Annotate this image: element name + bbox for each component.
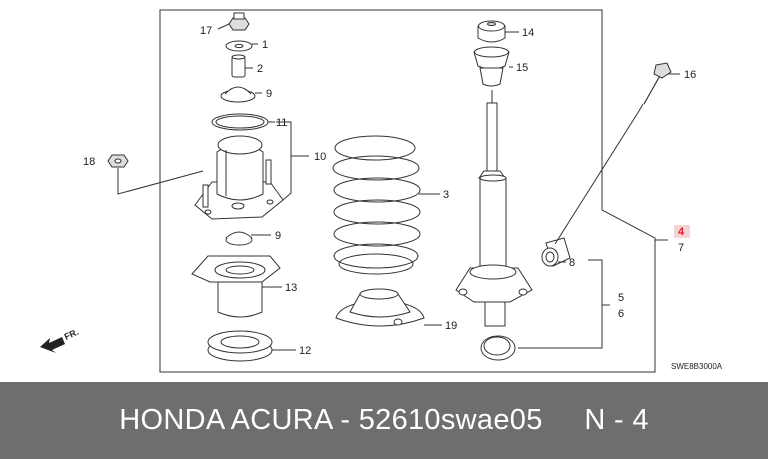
footer-bar: HONDA ACURA - 52610swae05 N - 4 [0, 382, 768, 459]
callout-3: 3 [443, 189, 449, 201]
leader-16 [554, 110, 640, 245]
callout-11: 11 [276, 117, 287, 129]
part-14-cap [477, 20, 506, 43]
callout-5: 5 [618, 292, 624, 304]
callout-17: 18 [83, 156, 95, 168]
callout-8: 8 [569, 257, 575, 269]
callout-4: 4 [678, 226, 685, 238]
front-direction-arrow: FR. [40, 327, 80, 353]
part-16-bolt [638, 62, 672, 112]
part-19-bump-stop-seat [335, 288, 425, 327]
callout-16: 16 [684, 69, 696, 81]
callout-7: 7 [678, 242, 684, 254]
front-direction-label: FR. [63, 327, 80, 342]
callout-9-lower: 9 [275, 230, 281, 242]
callout-15: 15 [516, 62, 528, 74]
part-3-coil-spring [332, 135, 421, 275]
leader-lines [217, 23, 680, 351]
callout-4-highlight [674, 225, 690, 238]
callout-13: 13 [285, 282, 297, 294]
part-4-shock-absorber [455, 90, 533, 361]
callout-9-upper: 9 [266, 88, 272, 100]
part-17-nut [107, 154, 129, 168]
leader-17 [117, 168, 204, 195]
part-13-spring-seat [191, 255, 281, 318]
part-18-nut [228, 12, 250, 31]
callout-1: 1 [262, 39, 268, 51]
callout-12: 12 [299, 345, 311, 357]
part-9-lower-cushion [225, 231, 253, 246]
part-15-bump-stop [473, 46, 510, 87]
callout-19: 19 [445, 320, 457, 332]
part-10-mount-base [194, 135, 284, 220]
callout-14: 14 [522, 27, 534, 39]
callout-6: 6 [618, 308, 624, 320]
callout-2: 2 [257, 63, 263, 75]
part-12-lower-seat [207, 330, 273, 362]
assembly-frame [159, 9, 656, 373]
callout-18: 17 [200, 25, 212, 37]
part-number-caption: HONDA ACURA - 52610swae05 N - 4 [119, 404, 649, 436]
part-9-upper-cushion [220, 86, 256, 103]
parts-diagram: 17 1 2 9 11 10 18 9 13 12 3 19 14 15 16 … [40, 9, 723, 373]
part-2-bushing [231, 54, 246, 78]
callout-10: 10 [314, 151, 326, 163]
part-1-washer [225, 40, 253, 52]
drawing-code: SWE8B3000A [671, 362, 723, 371]
part-11-seal-ring [211, 113, 269, 131]
